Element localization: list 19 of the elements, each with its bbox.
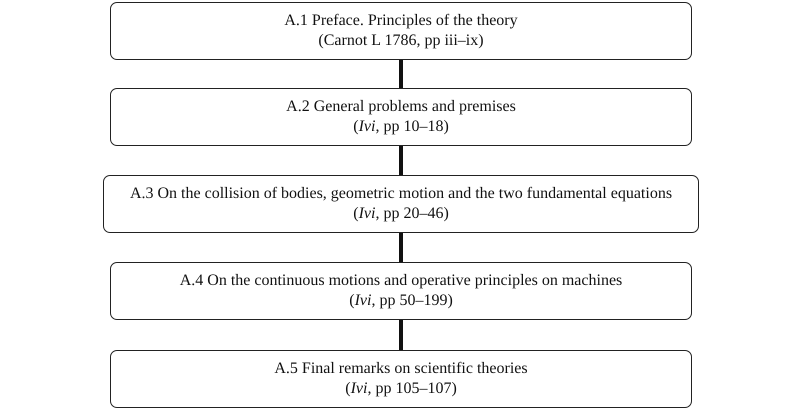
section-box [110, 262, 692, 320]
connector-line [399, 320, 403, 350]
section-box [110, 88, 692, 146]
section-title: A.1 Preface. Principles of the theory [284, 11, 518, 31]
connector-line [399, 60, 403, 88]
source-reference: (Ivi, pp 105–107) [345, 379, 457, 399]
section-title: A.4 On the continuous motions and operative principles on machines [180, 271, 622, 291]
source-reference: (Ivi, pp 10–18) [353, 117, 449, 137]
section-title: A.5 Final remarks on scientific theories [274, 359, 528, 379]
source-reference: (Ivi, pp 20–46) [353, 204, 449, 224]
section-box [110, 350, 692, 408]
section-box [110, 2, 692, 60]
source-reference: (Carnot L 1786, pp iii–ix) [318, 31, 484, 51]
section-title: A.3 On the collision of bodies, geometric motion and the two fundamental equations [130, 184, 672, 204]
source-reference: (Ivi, pp 50–199) [349, 291, 453, 311]
connector-line [399, 233, 403, 262]
section-box [103, 175, 699, 233]
connector-line [399, 146, 403, 175]
section-title: A.2 General problems and premises [286, 97, 516, 117]
